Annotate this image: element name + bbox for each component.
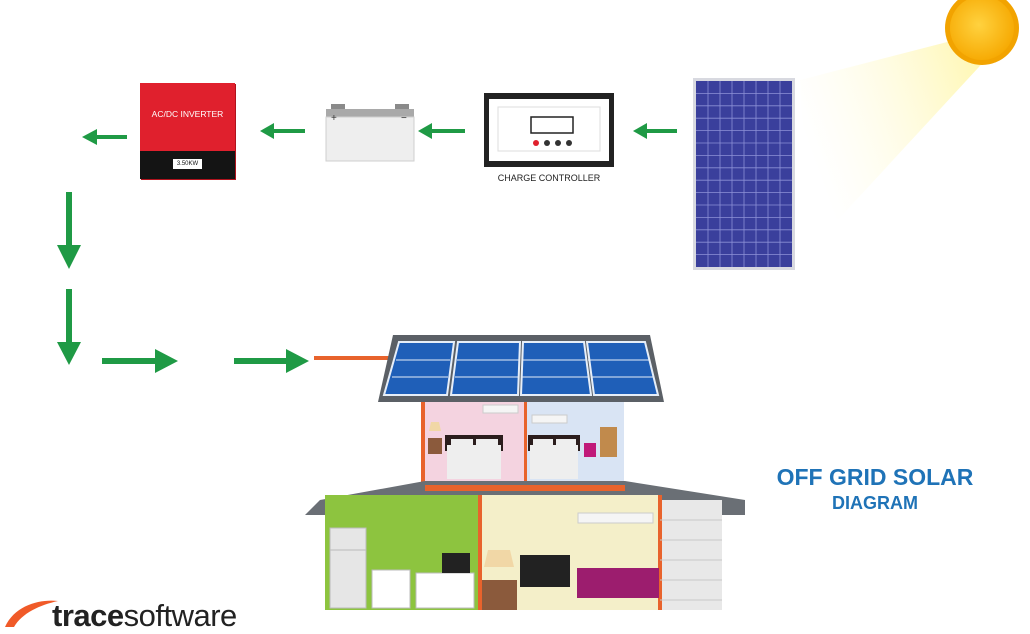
sun-beam xyxy=(800,40,990,250)
inverter-label: AC/DC INVERTER xyxy=(151,109,224,119)
stove xyxy=(371,569,411,609)
charge-controller xyxy=(484,93,614,167)
arrow-right-1 xyxy=(102,349,178,373)
arrow-battery-to-inverter xyxy=(260,123,305,139)
input-wire xyxy=(314,356,392,360)
charge-controller-label: CHARGE CONTROLLER xyxy=(497,173,601,183)
bathroom xyxy=(660,500,722,610)
arrow-down-2 xyxy=(57,289,81,365)
charge-controller-icon xyxy=(484,93,614,167)
brand-logo-bold: trace xyxy=(52,598,124,633)
battery-plus: + xyxy=(331,113,337,124)
arrow-controller-to-battery xyxy=(418,123,465,139)
solar-panel xyxy=(693,78,795,270)
inverter-rating: 3.50KW xyxy=(173,159,202,169)
arrow-panel-to-controller xyxy=(633,123,677,139)
bed-left xyxy=(445,435,503,479)
bed-right xyxy=(528,435,580,479)
inverter: AC/DC INVERTER 3.50KW xyxy=(140,83,235,179)
brand-logo-light: software xyxy=(123,598,238,633)
logo-swoosh-icon xyxy=(5,600,58,627)
diagram-subtitle: DIAGRAM xyxy=(832,493,918,513)
battery-icon xyxy=(325,104,415,162)
tv xyxy=(520,555,570,587)
brand-logo: tracesoftware xyxy=(52,598,237,634)
arrow-right-2 xyxy=(234,349,309,373)
roof-solar-panels xyxy=(382,341,660,396)
arrow-inverter-out xyxy=(82,129,127,145)
battery-minus: − xyxy=(401,113,407,124)
sun-icon xyxy=(950,0,1014,60)
fridge xyxy=(329,527,367,609)
arrow-down-1 xyxy=(57,192,81,269)
house-illustration xyxy=(305,335,745,610)
battery xyxy=(323,102,417,162)
diagram-title: OFF GRID SOLAR xyxy=(776,464,974,490)
sofa xyxy=(577,568,659,598)
